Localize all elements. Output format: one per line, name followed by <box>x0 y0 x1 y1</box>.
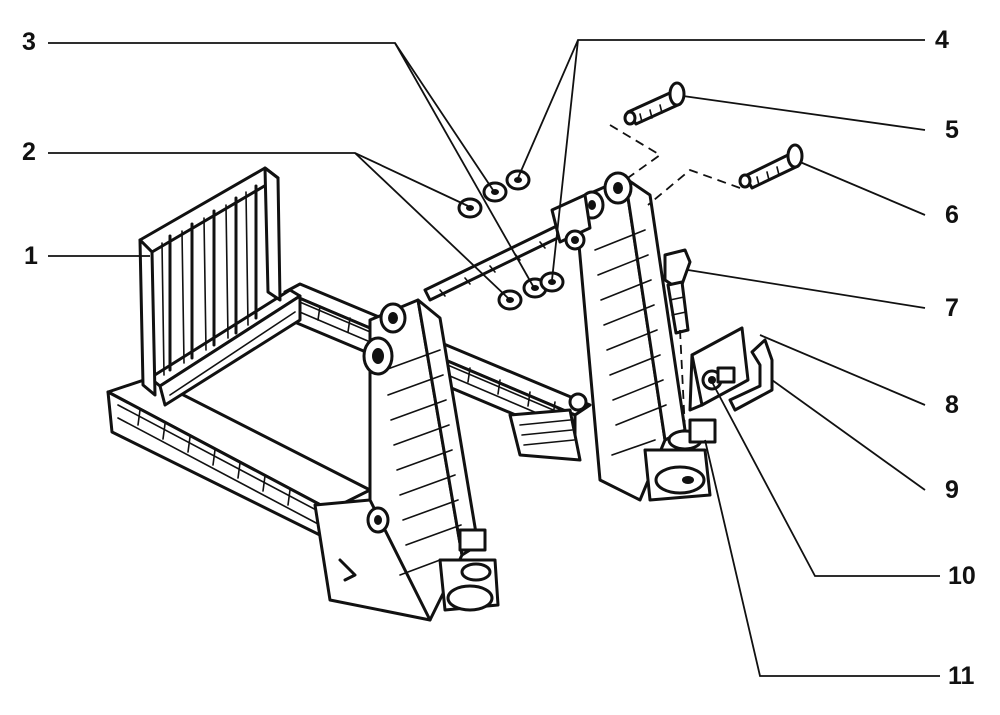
callout-1: 1 <box>24 242 38 270</box>
leader-lines <box>48 39 940 677</box>
pin-5-path <box>609 124 662 181</box>
callout-9: 9 <box>945 476 959 504</box>
callout-4: 4 <box>935 26 949 54</box>
callout-5: 5 <box>945 116 959 144</box>
pin-11-path <box>679 329 686 431</box>
bolt-10 <box>701 366 736 391</box>
callout-6: 6 <box>945 201 959 229</box>
callout-8: 8 <box>945 391 959 419</box>
left-upright <box>313 298 500 622</box>
callout-3: 3 <box>22 28 36 56</box>
right-upright <box>550 171 717 502</box>
callout-11: 11 <box>948 662 975 690</box>
callout-10: 10 <box>948 562 976 590</box>
latch-handle-7 <box>663 248 692 335</box>
lever-9 <box>728 338 774 412</box>
callout-2: 2 <box>22 138 36 166</box>
pin-5 <box>623 81 686 126</box>
washers-and-nuts <box>457 169 565 311</box>
pin-6 <box>738 143 804 190</box>
callout-7: 7 <box>945 294 959 322</box>
pin-6-path <box>647 168 741 206</box>
left-frame <box>106 166 372 542</box>
